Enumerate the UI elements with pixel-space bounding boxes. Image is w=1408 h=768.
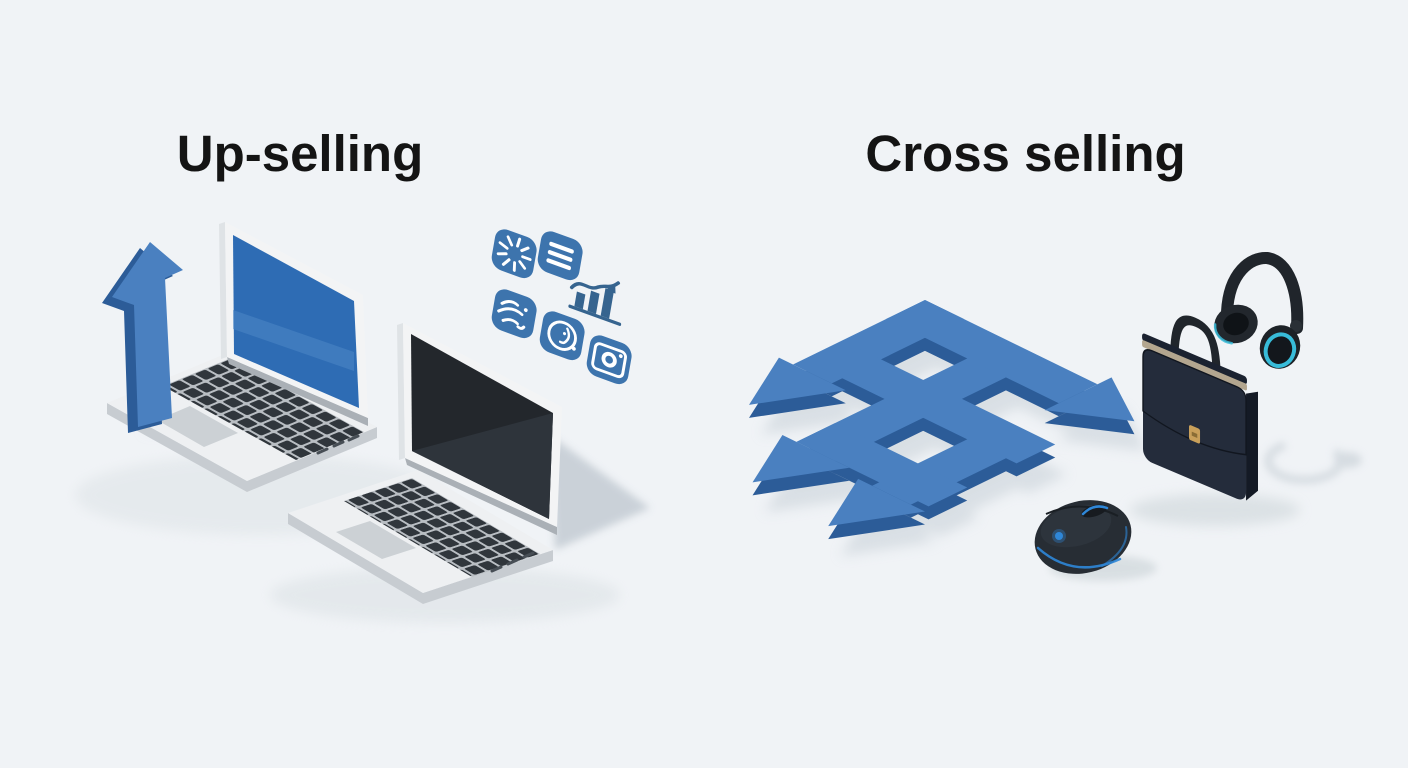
laptop-cast-shadow <box>550 435 650 550</box>
scroll-accent <box>1081 505 1109 516</box>
up-arrow <box>102 242 183 433</box>
trackpad <box>157 406 238 447</box>
bar-chart-icon <box>568 281 622 326</box>
briefcase <box>1142 315 1259 501</box>
headband <box>1221 252 1304 334</box>
keyboard <box>163 358 364 460</box>
laptop-base-edge <box>288 513 423 604</box>
hinge <box>405 458 557 535</box>
side-ports <box>490 551 535 573</box>
screen-glare <box>233 310 354 371</box>
screen-glare <box>412 413 553 519</box>
mouse-seam <box>1045 505 1119 517</box>
briefcase-side <box>1246 391 1259 501</box>
profile-icon <box>539 311 585 361</box>
briefcase-flap <box>1142 349 1247 456</box>
headphones <box>1213 252 1362 484</box>
list-icon <box>537 231 583 281</box>
ear-cup-right <box>1259 325 1301 369</box>
camera-icon <box>586 335 632 385</box>
computer-mouse <box>1034 500 1157 581</box>
mouse-logo-dot <box>1055 532 1063 540</box>
scroll-notch <box>1081 504 1107 518</box>
briefcase-lid <box>1142 333 1247 385</box>
trackpad <box>336 521 416 559</box>
ear-cup-left <box>1213 304 1258 345</box>
headphones-shadow <box>1264 441 1362 484</box>
app-icons <box>491 229 632 385</box>
keyboard <box>344 478 540 577</box>
briefcase-handle <box>1170 315 1221 384</box>
side-ports <box>316 434 360 455</box>
lid-edge <box>219 222 227 359</box>
laptop-base-edge <box>247 427 377 492</box>
screen-blue <box>233 235 359 408</box>
up-arrow-face <box>112 242 183 427</box>
hinge <box>227 357 368 426</box>
gauge-icon <box>491 229 537 279</box>
briefcase-trim <box>1142 340 1247 391</box>
crossselling-title: Cross selling <box>865 125 1186 182</box>
laptop-blue-screen <box>107 222 377 492</box>
laptop-base-edge <box>423 550 553 604</box>
laptop-dark-screen <box>288 323 562 604</box>
mouse-trim <box>1036 546 1122 569</box>
upselling-title: Up-selling <box>176 125 424 182</box>
lid-edge <box>397 323 405 460</box>
speed-lines-icon <box>491 289 537 339</box>
mouse-trim <box>1101 526 1128 567</box>
